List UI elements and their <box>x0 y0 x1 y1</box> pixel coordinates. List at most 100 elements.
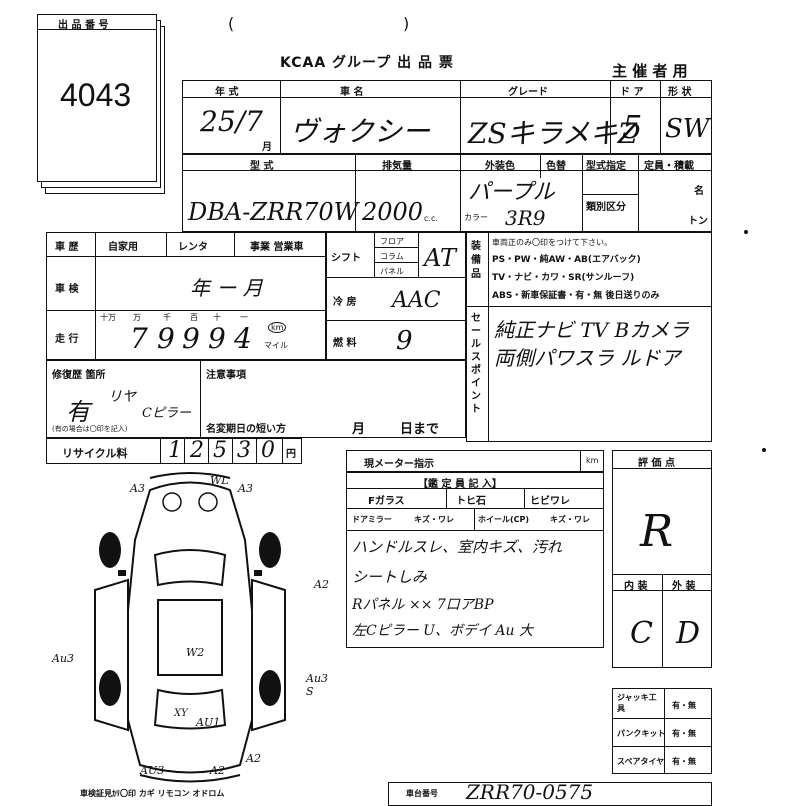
label-repair: 修復歴 箇所 <box>52 370 106 381</box>
label-private-use: 自家用 <box>108 242 138 253</box>
mark-a2-right: A2 <box>314 578 329 591</box>
value-year: 25/7 <box>200 105 263 138</box>
front-wheel-front-right <box>198 492 218 512</box>
label-jack: ジャッキ工具 <box>617 693 657 713</box>
value-score: R <box>640 506 674 557</box>
value-doors: 5 <box>622 108 643 146</box>
equipment-side-label: 装備品 <box>471 241 481 280</box>
shift-option-column: コラム <box>380 252 404 261</box>
label-color-code: カラー <box>464 213 488 222</box>
label-f-glass: Fガラス <box>368 496 405 507</box>
mileage-unit-2: 千 <box>163 313 171 322</box>
footer-left-text: 車検証見ｶﾘ〇印 カギ リモコン オドロム <box>80 789 225 798</box>
second-row-box <box>182 154 712 232</box>
equipment-note: 車両正のみ〇印をつけて下さい。 <box>492 238 612 247</box>
value-repair: 有 <box>66 398 90 426</box>
car-body-outline <box>127 481 253 774</box>
label-punk-kit: パンクキット <box>617 729 666 738</box>
label-shift: シフト <box>331 253 361 264</box>
label-glass-crack: ヒビワレ <box>530 496 570 507</box>
recycle-digit-1: 2 <box>190 438 204 463</box>
mark-au3-s: Au3 S <box>306 672 329 698</box>
label-spare-tire: スペアタイヤ <box>617 757 665 766</box>
label-ext-color: 外装色 <box>485 161 515 172</box>
label-body-type: 形 状 <box>668 87 692 98</box>
value-ac: AAC <box>392 288 441 313</box>
label-grade: グレード <box>508 87 548 98</box>
label-mileage: 走 行 <box>55 334 79 345</box>
label-category-no: 類別区分 <box>586 202 626 213</box>
label-exterior: 外 装 <box>672 581 696 592</box>
mileage-digit-0: 7 <box>130 322 148 355</box>
recycle-unit: 円 <box>286 449 296 460</box>
recycle-digit-2: 5 <box>213 438 227 463</box>
label-doors: ド ア <box>620 87 644 98</box>
value-door-mirror: キズ・ワレ <box>414 515 454 524</box>
recycle-digit-3: 3 <box>237 438 251 463</box>
mileage-unit-1: 万 <box>133 313 141 322</box>
mark-a2-rear: A2 <box>246 752 261 765</box>
value-f-glass: トヒ石 <box>456 496 486 507</box>
car-left-side <box>94 578 129 732</box>
label-recycle: リサイクル料 <box>62 447 128 460</box>
value-exterior: D <box>676 616 701 651</box>
mark-wl: WL <box>210 474 229 487</box>
value-year-unit: 月 <box>262 142 272 153</box>
tick-mark-right: ) <box>403 14 410 33</box>
inspection-comment-1: ハンドルスレ、室内キズ、汚れ <box>352 538 563 556</box>
sales-point-label: セールスポイント <box>471 313 481 415</box>
sales-line-1: 純正ナビ TV Bカメラ <box>494 318 690 342</box>
label-fuel: 燃 料 <box>333 338 357 349</box>
label-interior: 内 装 <box>624 581 648 592</box>
wheel-front-left <box>99 532 121 568</box>
margin-dot-1 <box>744 230 748 234</box>
inspection-block <box>346 472 604 648</box>
value-wheel: キズ・ワレ <box>550 515 590 524</box>
label-chassis: 車台番号 <box>406 789 438 798</box>
value-grade: ZSキラメキZ <box>468 117 638 150</box>
label-capacity: 定員・積載 <box>644 161 694 172</box>
value-ext-color: パープル <box>468 180 555 205</box>
mark-w2: W2 <box>186 646 205 659</box>
recycle-block <box>46 438 302 464</box>
mileage-unit-5: 一 <box>240 313 248 322</box>
tick-mark-left: ( <box>228 14 235 33</box>
value-interior: C <box>630 616 653 651</box>
inspection-title: 【鑑 定 員 記 入】 <box>418 479 502 490</box>
value-spare-tire: 有・無 <box>672 757 696 766</box>
car-damage-diagram <box>94 472 286 783</box>
lot-number-box: 出 品 番 号 4043 <box>37 14 157 182</box>
mileage-unit-4: 十 <box>213 313 221 322</box>
label-car-name: 車 名 <box>340 87 364 98</box>
label-meter: 現メーター指示 <box>364 459 434 470</box>
value-shift: AT <box>424 244 457 272</box>
label-displacement: 排気量 <box>382 161 412 172</box>
mileage-digit-4: 4 <box>234 322 252 355</box>
front-wheel-front-left <box>162 492 182 512</box>
label-model: 型 式 <box>250 161 274 172</box>
label-rental: レンタ <box>178 242 208 253</box>
meter-row <box>346 450 604 472</box>
label-score: 評 価 点 <box>638 458 675 469</box>
value-car-name: ヴォクシー <box>290 115 431 148</box>
value-displacement: 2000 <box>362 198 424 226</box>
mileage-unit-0: 十万 <box>100 313 116 322</box>
mileage-digit-1: 9 <box>157 322 175 355</box>
label-day: 日まで <box>400 422 440 437</box>
sheet-title: KCAA グループ 出 品 票 <box>280 55 454 71</box>
persons-unit: 名 <box>694 186 704 197</box>
label-notes: 注意事項 <box>206 370 246 381</box>
equipment-line-3: ABS・新車保証書・有・無 後日送りのみ <box>492 291 660 301</box>
repair-note: (有の場合は〇印を記入) <box>52 425 128 433</box>
car-roof <box>157 599 223 676</box>
mark-a3-left: A3 <box>130 482 145 495</box>
label-ac: 冷 房 <box>333 297 357 308</box>
label-shaken: 車 検 <box>55 284 79 295</box>
lot-number: 4043 <box>60 77 132 113</box>
car-rear-bumper <box>139 774 241 783</box>
mark-a3-right: A3 <box>238 482 253 495</box>
label-color-change: 色替 <box>546 161 566 172</box>
mark-au3-left: Au3 <box>52 652 75 665</box>
mileage-digit-3: 9 <box>208 322 226 355</box>
label-type-designation: 型式指定 <box>586 161 626 172</box>
